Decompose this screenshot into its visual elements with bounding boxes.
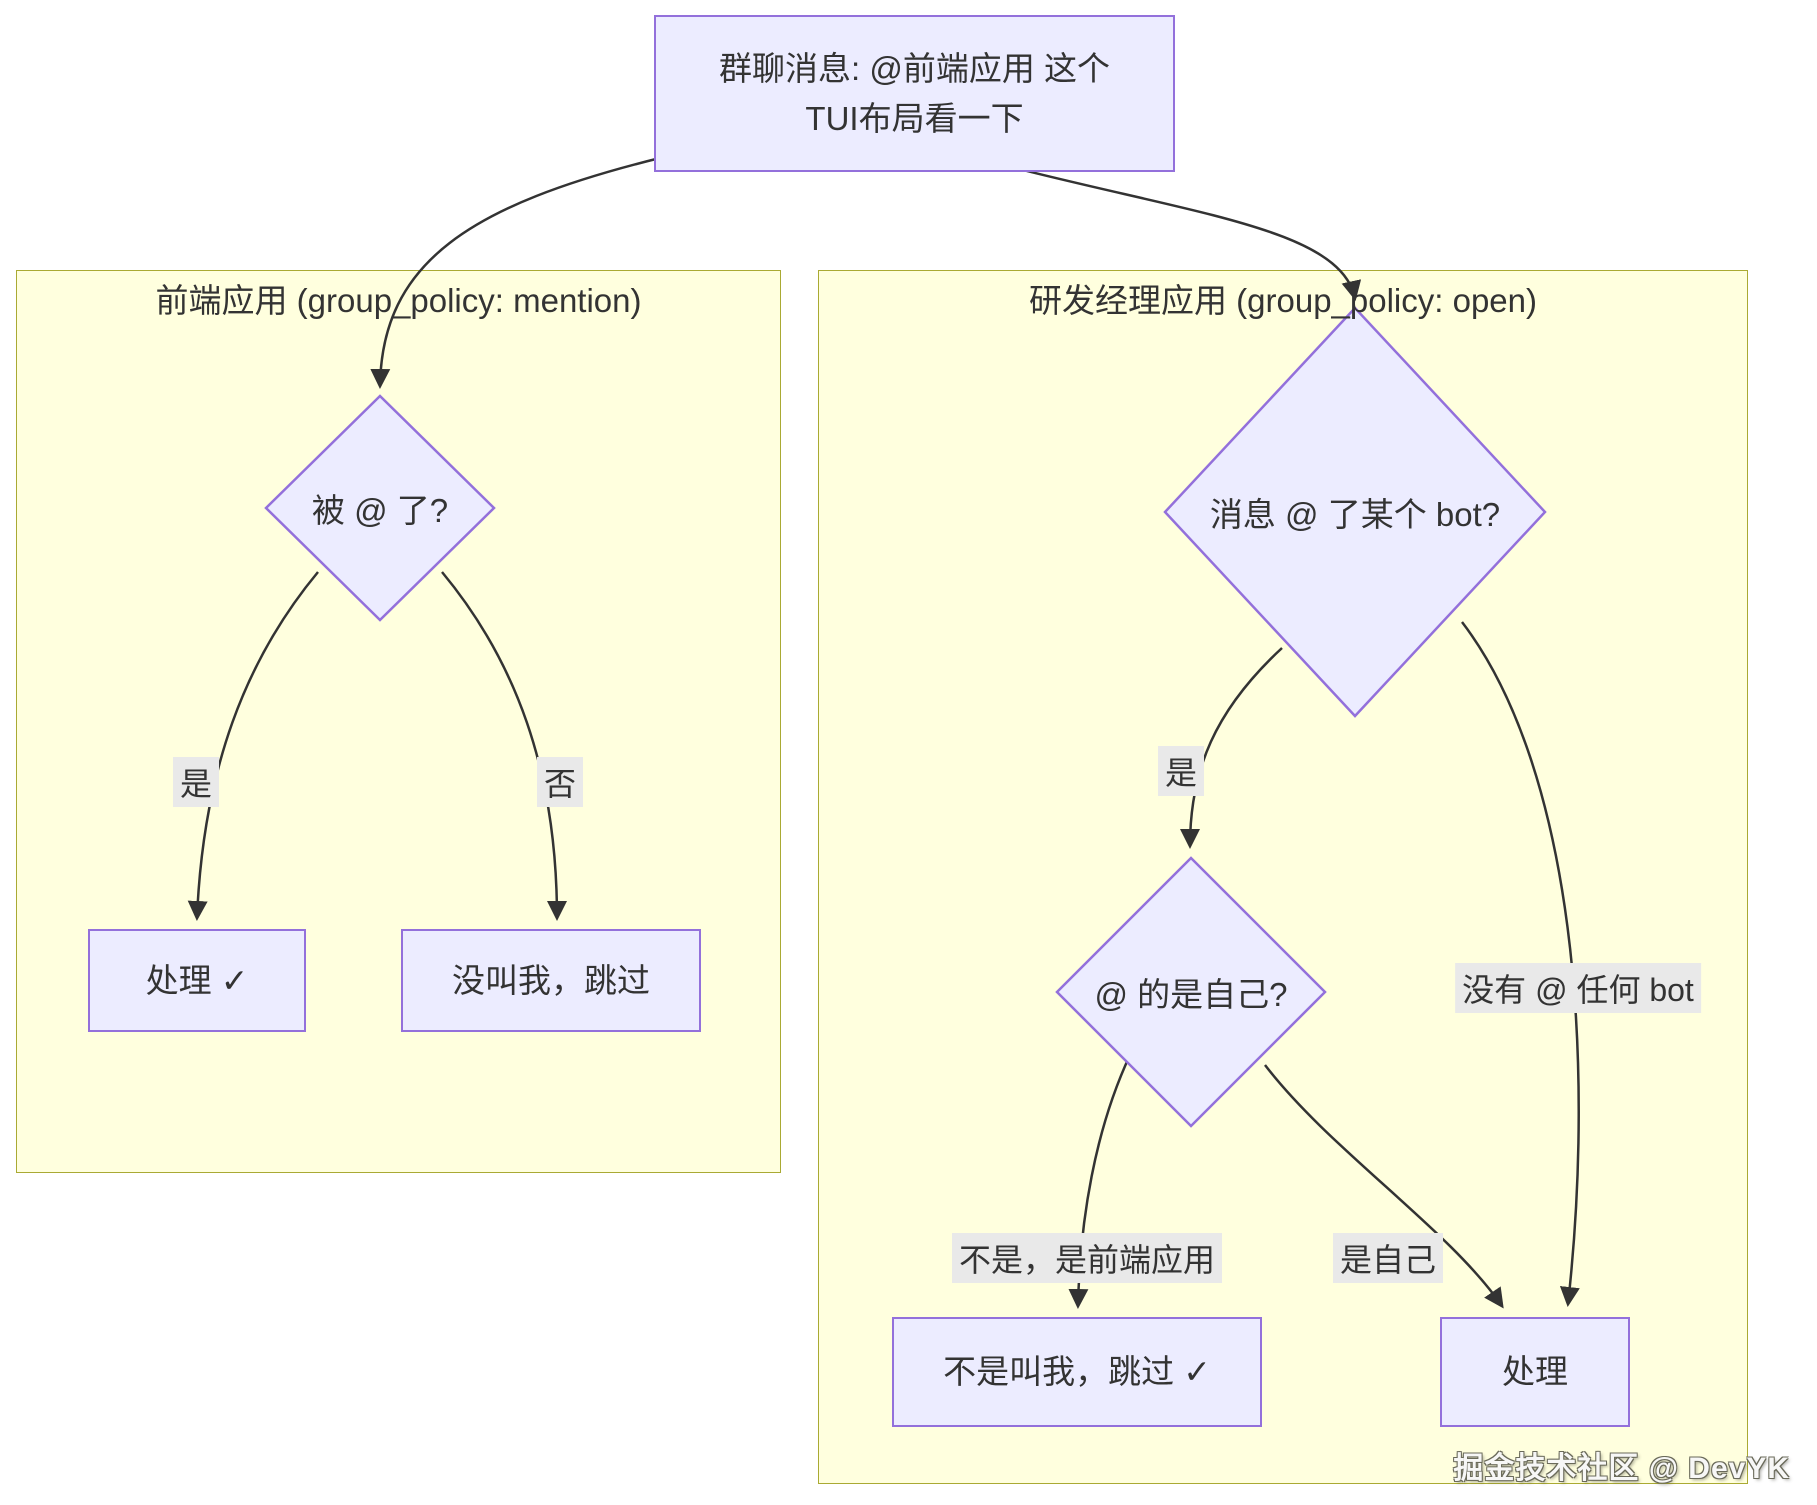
- edge-self-check-is-me: [1264, 1064, 1504, 1309]
- cluster-rd-manager-title: 研发经理应用 (group_policy: open): [1028, 282, 1538, 319]
- label-is-me: 是自己: [1332, 1233, 1444, 1283]
- label-frontend-no: 否: [536, 757, 584, 807]
- edge-rd-no-bot: [1461, 621, 1580, 1307]
- node-frontend-handle-text: 处理 ✓: [145, 961, 249, 999]
- edge-rd-yes-to-self-check: [1180, 647, 1283, 849]
- node-rd-handle-text: 处理: [1502, 1353, 1568, 1391]
- decision-message-mentioned-bot: [1163, 306, 1547, 718]
- decision-frontend-mentioned-label: 被 @ 了?: [311, 492, 449, 529]
- decision-mention-is-self-label: @ 的是自己?: [1094, 976, 1288, 1013]
- node-group-chat-message: 群聊消息: @前端应用 这个 TUI布局看一下: [654, 15, 1175, 172]
- node-rd-skip: 不是叫我，跳过 ✓: [892, 1317, 1262, 1427]
- node-frontend-skip-text: 没叫我，跳过: [452, 961, 650, 999]
- label-rd-yes: 是: [1157, 746, 1205, 796]
- watermark-text: 掘金技术社区 @ DevYK: [1453, 1452, 1790, 1485]
- decision-message-mentioned-bot-label: 消息 @ 了某个 bot?: [1209, 496, 1501, 533]
- node-rd-handle: 处理: [1440, 1317, 1630, 1427]
- label-rd-no-bot: 没有 @ 任何 bot: [1455, 963, 1701, 1013]
- edge-message-to-rd-decision: [1014, 166, 1362, 301]
- cluster-frontend-title: 前端应用 (group_policy: mention): [155, 282, 642, 319]
- node-rd-skip-text: 不是叫我，跳过 ✓: [943, 1353, 1211, 1391]
- decision-mention-is-self: [1055, 856, 1327, 1128]
- edge-message-to-frontend-decision: [370, 156, 661, 389]
- edge-frontend-no: [441, 571, 567, 921]
- decision-frontend-mentioned: [264, 394, 496, 622]
- message-line-2: TUI布局看一下: [805, 99, 1024, 137]
- node-frontend-skip: 没叫我，跳过: [401, 929, 701, 1032]
- label-frontend-yes: 是: [172, 757, 220, 807]
- label-not-me: 不是，是前端应用: [951, 1233, 1223, 1283]
- message-line-1: 群聊消息: @前端应用 这个: [718, 50, 1110, 87]
- edge-frontend-yes: [187, 571, 319, 921]
- node-frontend-handle: 处理 ✓: [88, 929, 306, 1032]
